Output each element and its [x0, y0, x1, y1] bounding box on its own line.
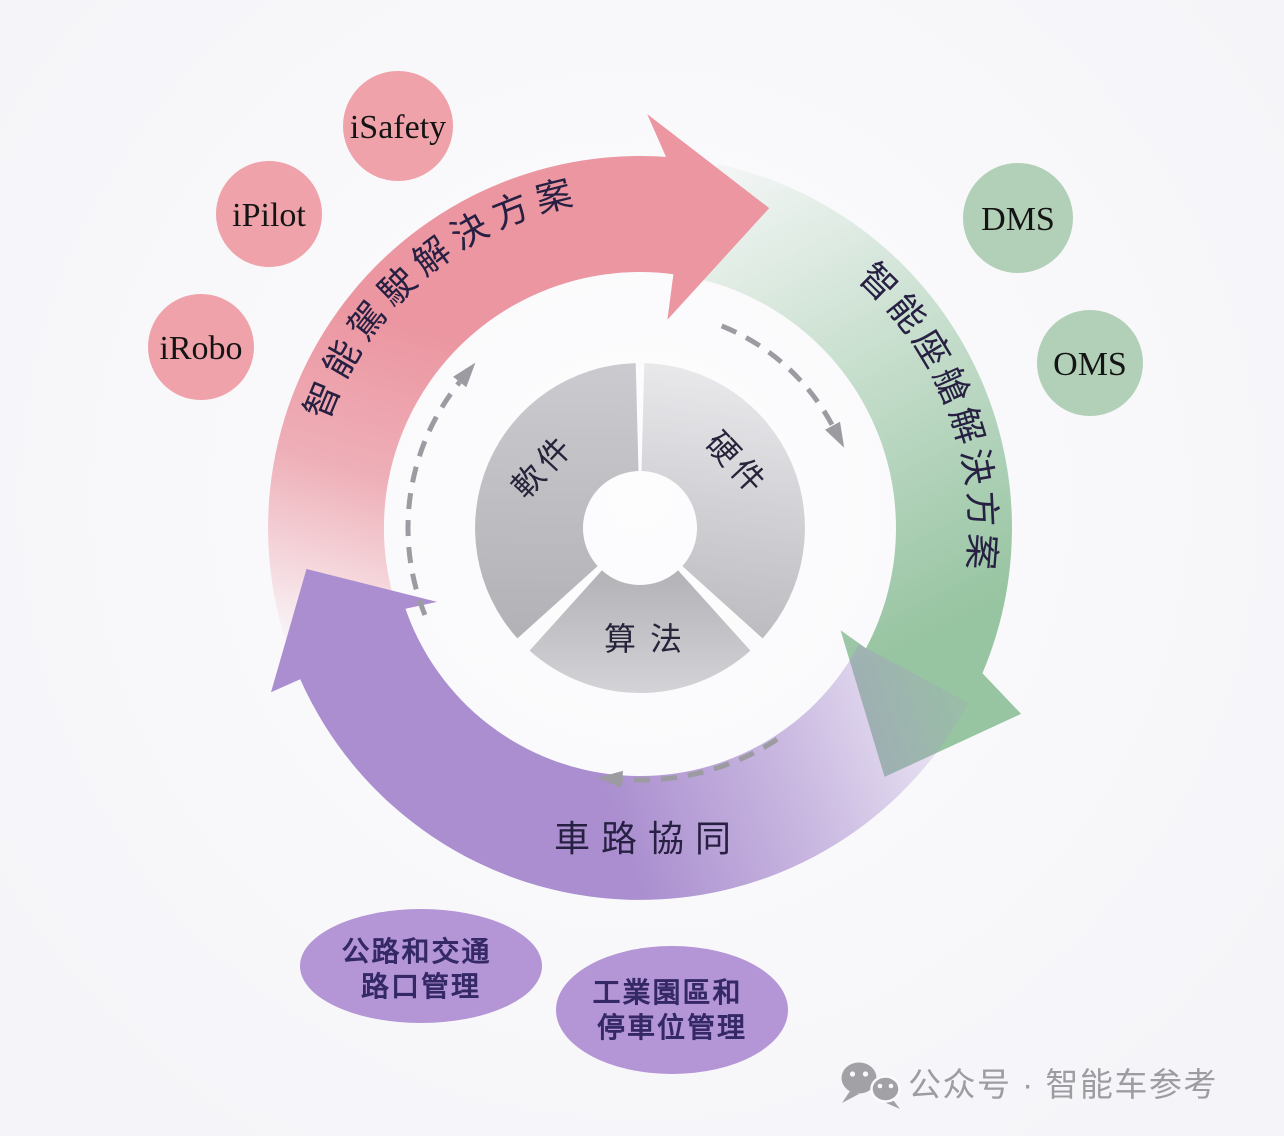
- cockpit-product-circles: DMS OMS: [963, 163, 1143, 416]
- traffic-ellipse-label: 公路和交通 路口管理: [341, 935, 500, 1003]
- isafety-circle: [343, 71, 453, 181]
- oms-circle: [1037, 310, 1143, 416]
- traffic-ellipse-line2: 路口管理: [361, 970, 481, 1003]
- product-circle-irobo: iRobo: [148, 294, 254, 400]
- product-circle-isafety: iSafety: [343, 71, 453, 181]
- ipilot-circle: [216, 161, 322, 267]
- traffic-ellipse-line1: 公路和交通: [341, 935, 491, 968]
- application-ellipse-traffic: 公路和交通 路口管理: [300, 909, 542, 1023]
- application-ellipse-parking: 工業園區和 停車位管理: [556, 946, 788, 1074]
- product-circle-ipilot: iPilot: [216, 161, 322, 267]
- road-arrow-band: [271, 569, 969, 900]
- ipilot-label: iPilot: [232, 197, 306, 234]
- product-circle-oms: OMS: [1037, 310, 1143, 416]
- driving-arrow-band: [268, 114, 770, 674]
- isafety-label: iSafety: [350, 109, 446, 146]
- core-segment-algorithm: [529, 570, 751, 693]
- driving-product-circles: iSafety iPilot iRobo: [148, 71, 453, 400]
- parking-ellipse-line1: 工業園區和: [592, 977, 742, 1009]
- dashed-arc-bottom: [622, 737, 779, 783]
- product-circle-dms: DMS: [963, 163, 1073, 273]
- cockpit-arrow-band: [693, 164, 1022, 777]
- watermark-text: 公众号 · 智能车参考: [908, 1066, 1218, 1103]
- road-arrow-label: 車路協同: [554, 819, 742, 859]
- parking-ellipse: [556, 946, 788, 1074]
- irobo-label: iRobo: [159, 330, 242, 367]
- road-application-ellipses: 公路和交通 路口管理 工業園區和 停車位管理: [300, 909, 788, 1074]
- parking-ellipse-line2: 停車位管理: [597, 1011, 747, 1044]
- watermark: 公众号 · 智能车参考: [841, 1062, 1218, 1109]
- dashed-arrowhead-top-right: [825, 421, 845, 448]
- dms-circle: [963, 163, 1073, 273]
- traffic-ellipse: [300, 909, 542, 1023]
- dashed-arc-left: [405, 380, 462, 616]
- core-segment-software: [475, 363, 639, 639]
- dashed-arrowhead-bottom: [597, 770, 623, 788]
- core-label-algorithm: 算法: [604, 621, 696, 657]
- oms-label: OMS: [1053, 346, 1127, 383]
- dashed-arrowhead-left: [453, 362, 476, 388]
- wechat-icon: [841, 1062, 901, 1109]
- dashed-cycle-arrows: [405, 323, 845, 788]
- parking-ellipse-label: 工業園區和 停車位管理: [592, 977, 751, 1044]
- dms-label: DMS: [981, 201, 1055, 238]
- irobo-circle: [148, 294, 254, 400]
- core-segment-hardware: [641, 363, 805, 639]
- core-donut: 軟件 硬件 算法: [475, 363, 805, 693]
